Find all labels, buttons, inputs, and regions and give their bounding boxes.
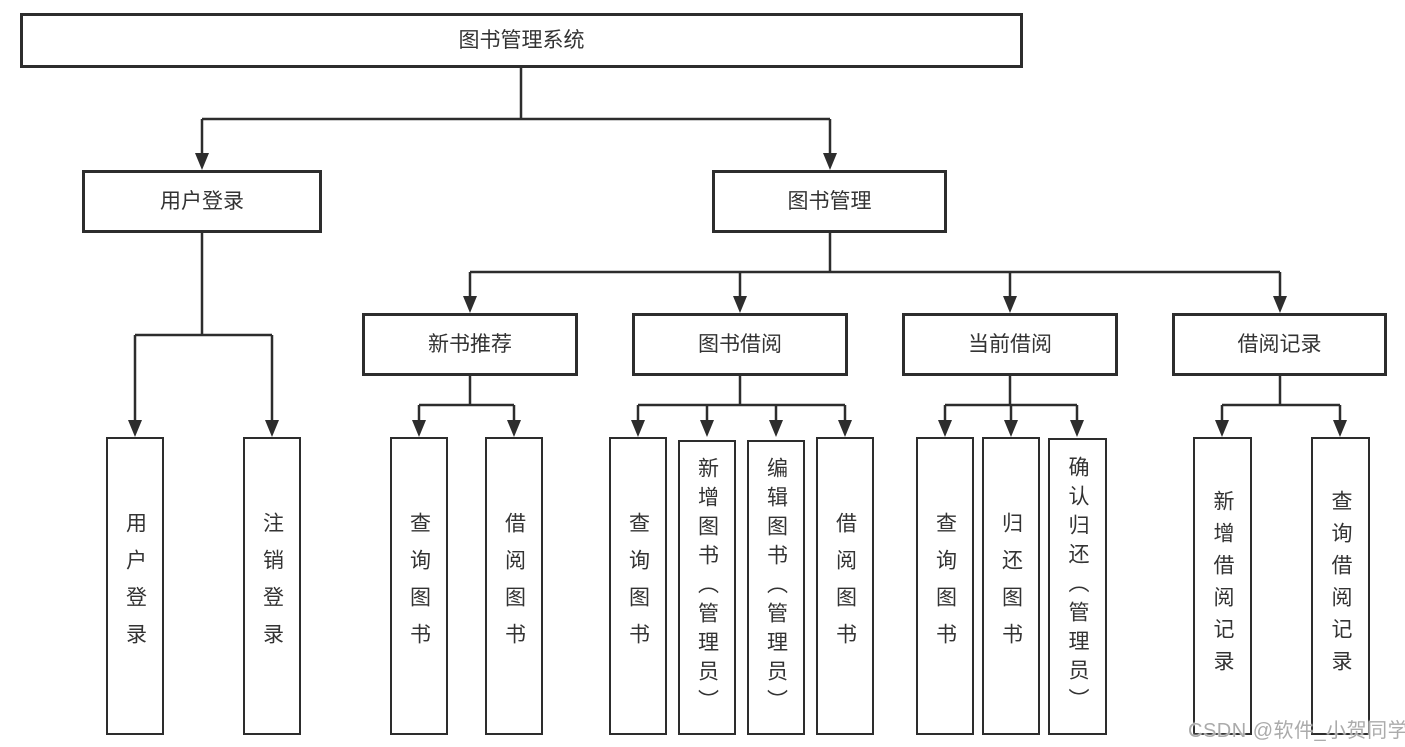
node-book-management: 图书管理 xyxy=(712,170,947,233)
leaf-query-books-current: 查询图书 xyxy=(916,437,974,735)
csdn-watermark: CSDN @软件_小贺同学 xyxy=(1188,720,1405,742)
leaf-label: 查询图书 xyxy=(933,512,957,660)
leaf-label: 确认归还（管理员） xyxy=(1066,456,1089,717)
leaf-borrow-books-recommend: 借阅图书 xyxy=(485,437,543,735)
leaf-edit-books-admin: 编辑图书（管理员） xyxy=(747,440,805,735)
leaf-label: 借阅图书 xyxy=(502,512,526,660)
leaf-label: 新增借阅记录 xyxy=(1211,490,1234,682)
node-label: 图书借阅 xyxy=(698,333,782,356)
node-label: 用户登录 xyxy=(160,190,244,213)
leaf-label: 用户登录 xyxy=(123,512,147,660)
leaf-label: 归还图书 xyxy=(999,512,1023,660)
leaf-query-borrow-record: 查询借阅记录 xyxy=(1311,437,1370,735)
node-user-login: 用户登录 xyxy=(82,170,322,233)
leaf-query-books-recommend: 查询图书 xyxy=(390,437,448,735)
leaf-user-login: 用户登录 xyxy=(106,437,164,735)
leaf-label: 新增图书（管理员） xyxy=(695,457,719,718)
leaf-label: 查询图书 xyxy=(626,512,650,660)
leaf-label: 借阅图书 xyxy=(833,512,857,660)
node-label: 图书管理系统 xyxy=(458,29,585,52)
node-new-book-recommendation: 新书推荐 xyxy=(362,313,578,376)
node-library-management-system: 图书管理系统 xyxy=(20,13,1023,68)
leaf-add-borrow-record: 新增借阅记录 xyxy=(1193,437,1252,735)
node-label: 借阅记录 xyxy=(1237,333,1322,356)
leaf-label: 查询图书 xyxy=(407,512,431,660)
leaf-logout: 注销登录 xyxy=(243,437,301,735)
leaf-borrow-books-borrowing: 借阅图书 xyxy=(816,437,874,735)
connector-paths xyxy=(133,68,1342,423)
leaf-label: 注销登录 xyxy=(260,512,284,660)
node-label: 新书推荐 xyxy=(428,333,512,356)
node-borrowing-records: 借阅记录 xyxy=(1172,313,1387,376)
leaf-confirm-return-admin: 确认归还（管理员） xyxy=(1048,438,1107,735)
leaf-label: 编辑图书（管理员） xyxy=(764,457,788,718)
node-current-borrowing: 当前借阅 xyxy=(902,313,1118,376)
node-book-borrowing: 图书借阅 xyxy=(632,313,848,376)
leaf-return-books: 归还图书 xyxy=(982,437,1040,735)
node-label: 当前借阅 xyxy=(968,333,1052,356)
node-label: 图书管理 xyxy=(787,190,872,213)
leaf-add-books-admin: 新增图书（管理员） xyxy=(678,440,736,735)
leaf-query-books-borrowing: 查询图书 xyxy=(609,437,667,735)
leaf-label: 查询借阅记录 xyxy=(1329,490,1352,682)
